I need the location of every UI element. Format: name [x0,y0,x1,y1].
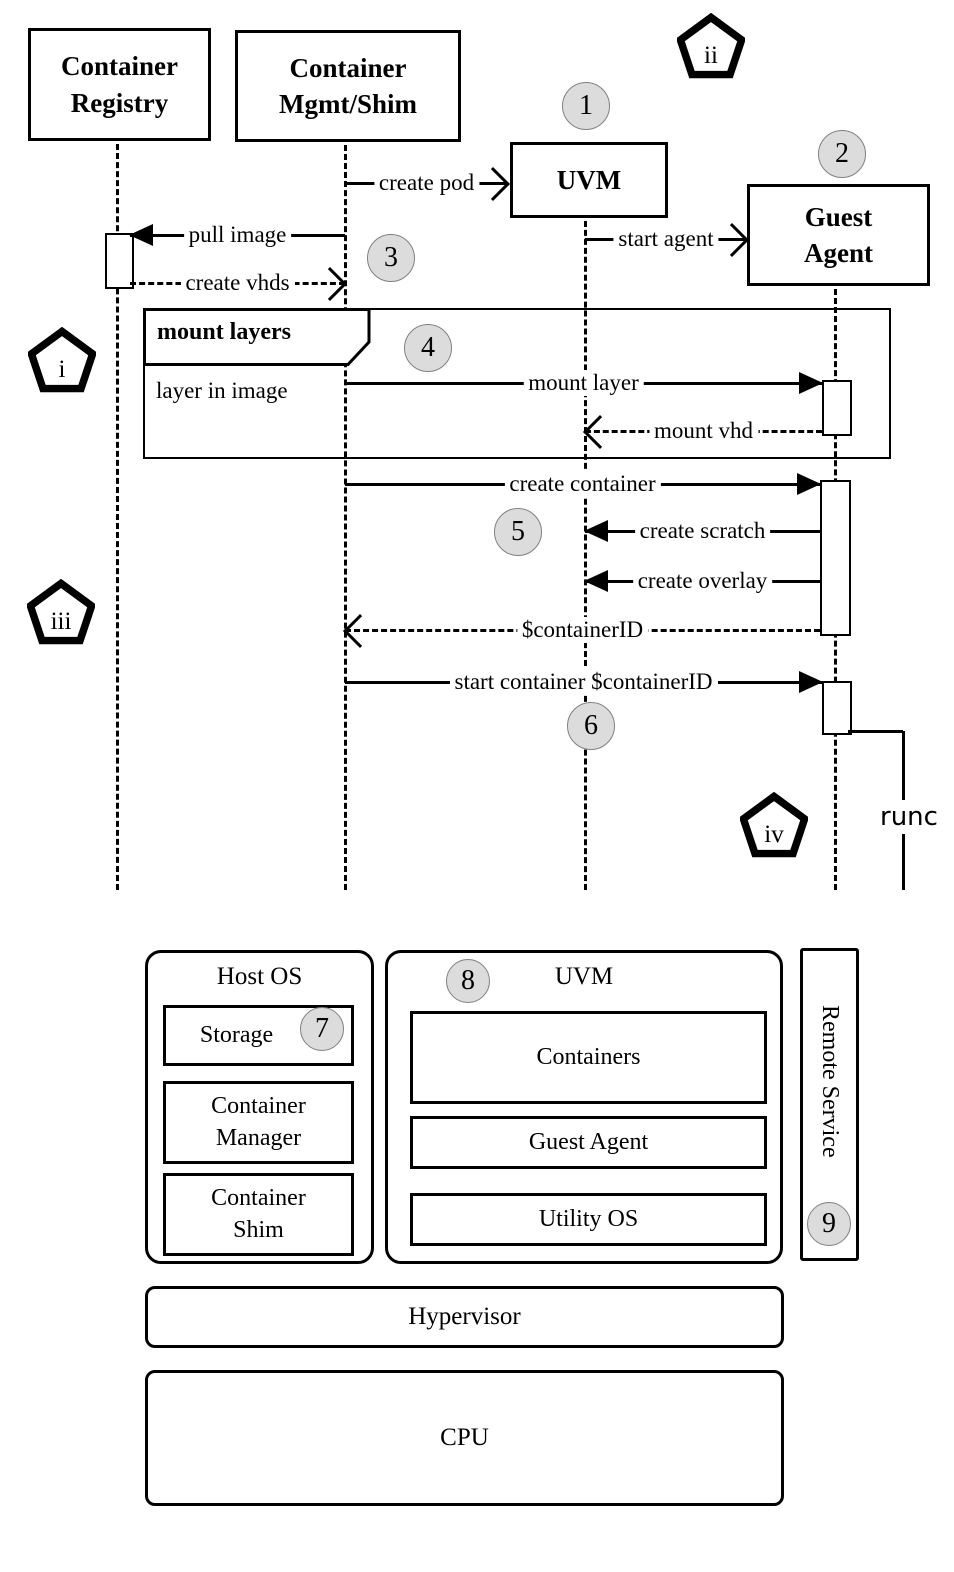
arch-host-container-shim: Container Shim [163,1173,354,1256]
arch-host-container-manager: Container Manager [163,1081,354,1164]
actor-container-registry: Container Registry [28,28,211,141]
arrowhead-open-right [715,223,749,257]
pentagon-badge-iii-label: iii [50,608,72,635]
message-create-vhds-label: create vhds [180,270,295,296]
message-pull-image-label: pull image [183,222,292,248]
arch-uvm-containers: Containers [410,1011,767,1104]
arch-hypervisor-label: Hypervisor [408,1303,521,1330]
activation-guest-start [822,681,852,735]
message-create-scratch-label: create scratch [634,518,771,544]
arch-cpu-label: CPU [440,1424,489,1451]
pentagon-badge-i: i [26,326,98,393]
pentagon-shape [738,791,810,858]
arch-host-os-title: Host OS [216,963,303,990]
pentagon-badge-iv: iv [738,791,810,858]
message-start-container-label: start container $containerID [449,669,718,695]
pentagon-badge-iii: iii [25,578,97,645]
runc-label: runc [876,800,942,834]
arch-uvm-utility-os: Utility OS [410,1193,767,1246]
arch-uvm-title: UVM [554,963,614,990]
arrowhead-filled-right [797,473,821,495]
arrowhead-filled-left [129,224,153,246]
step-circle-6: 6 [567,702,615,750]
arch-host-storage-label: Storage [199,1021,274,1048]
arch-host-container-shim-label: Container Shim [211,1185,306,1243]
lifeline-container-mgmt-shim [343,136,347,890]
arrowhead-open-right [313,267,347,301]
arch-uvm-guest-agent-label: Guest Agent [528,1128,649,1155]
arrowhead-filled-left [584,520,608,542]
step-circle-7: 7 [300,1007,344,1051]
message-create-container-label: create container [504,471,661,497]
arrowhead-filled-right [799,372,823,394]
actor-container-mgmt-shim-label: Container Mgmt/Shim [279,52,417,119]
message-create-overlay-label: create overlay [632,568,773,594]
arrowhead-open-left [343,614,377,648]
pentagon-badge-ii: ii [675,12,747,79]
step-circle-4: 4 [404,324,452,372]
arch-host-container-manager-label: Container Manager [211,1093,306,1151]
arrowhead-open-right [476,167,510,201]
arch-uvm-utility-os-label: Utility OS [538,1205,639,1232]
arch-hypervisor: Hypervisor [145,1286,784,1348]
lifeline-uvm [583,212,587,890]
step-circle-5: 5 [494,508,542,556]
message-create-pod-label: create pod [373,170,480,196]
arch-uvm: UVM Containers Guest Agent Utility OS [385,950,783,1264]
arch-remote-service-label: Remote Service [817,1005,843,1158]
actor-uvm-label: UVM [556,164,622,195]
fragment-label-shape [142,307,370,366]
runc-branch-horizontal [848,729,903,733]
actor-uvm: UVM [510,142,668,218]
fragment-mount-layers: mount layers layer in image [142,307,891,459]
actor-guest-agent: Guest Agent [747,184,930,286]
arch-host-os: Host OS Storage Container Manager Contai… [145,950,374,1264]
arch-uvm-containers-label: Containers [536,1043,641,1070]
message-mount-vhd-label: mount vhd [648,418,759,444]
arrowhead-filled-left [584,570,608,592]
actor-container-registry-label: Container Registry [61,51,178,118]
step-circle-9: 9 [807,1202,851,1246]
actor-guest-agent-label: Guest Agent [804,201,873,268]
pentagon-shape [25,578,97,645]
activation-guest-create [820,480,851,636]
pentagon-badge-iv-label: iv [764,821,784,848]
message-container-id-label: $containerID [516,617,649,643]
arch-cpu: CPU [145,1370,784,1506]
pentagon-shape [675,12,747,79]
step-circle-1: 1 [562,82,610,130]
message-start-agent-label: start agent [613,226,719,252]
actor-container-mgmt-shim: Container Mgmt/Shim [235,30,461,142]
arrowhead-filled-right [799,671,823,693]
step-circle-3: 3 [367,234,415,282]
step-circle-8: 8 [446,959,490,1003]
fragment-title: mount layers [157,319,291,345]
pentagon-shape [26,326,98,393]
message-mount-layer-label: mount layer [523,370,644,396]
pentagon-badge-i-label: i [58,356,66,383]
pentagon-badge-ii-label: ii [704,42,718,69]
activation-guest-mount [822,380,852,436]
lifeline-container-registry [115,135,119,890]
arch-uvm-guest-agent: Guest Agent [410,1116,767,1169]
fragment-guard: layer in image [156,378,288,403]
step-circle-2: 2 [818,130,866,178]
